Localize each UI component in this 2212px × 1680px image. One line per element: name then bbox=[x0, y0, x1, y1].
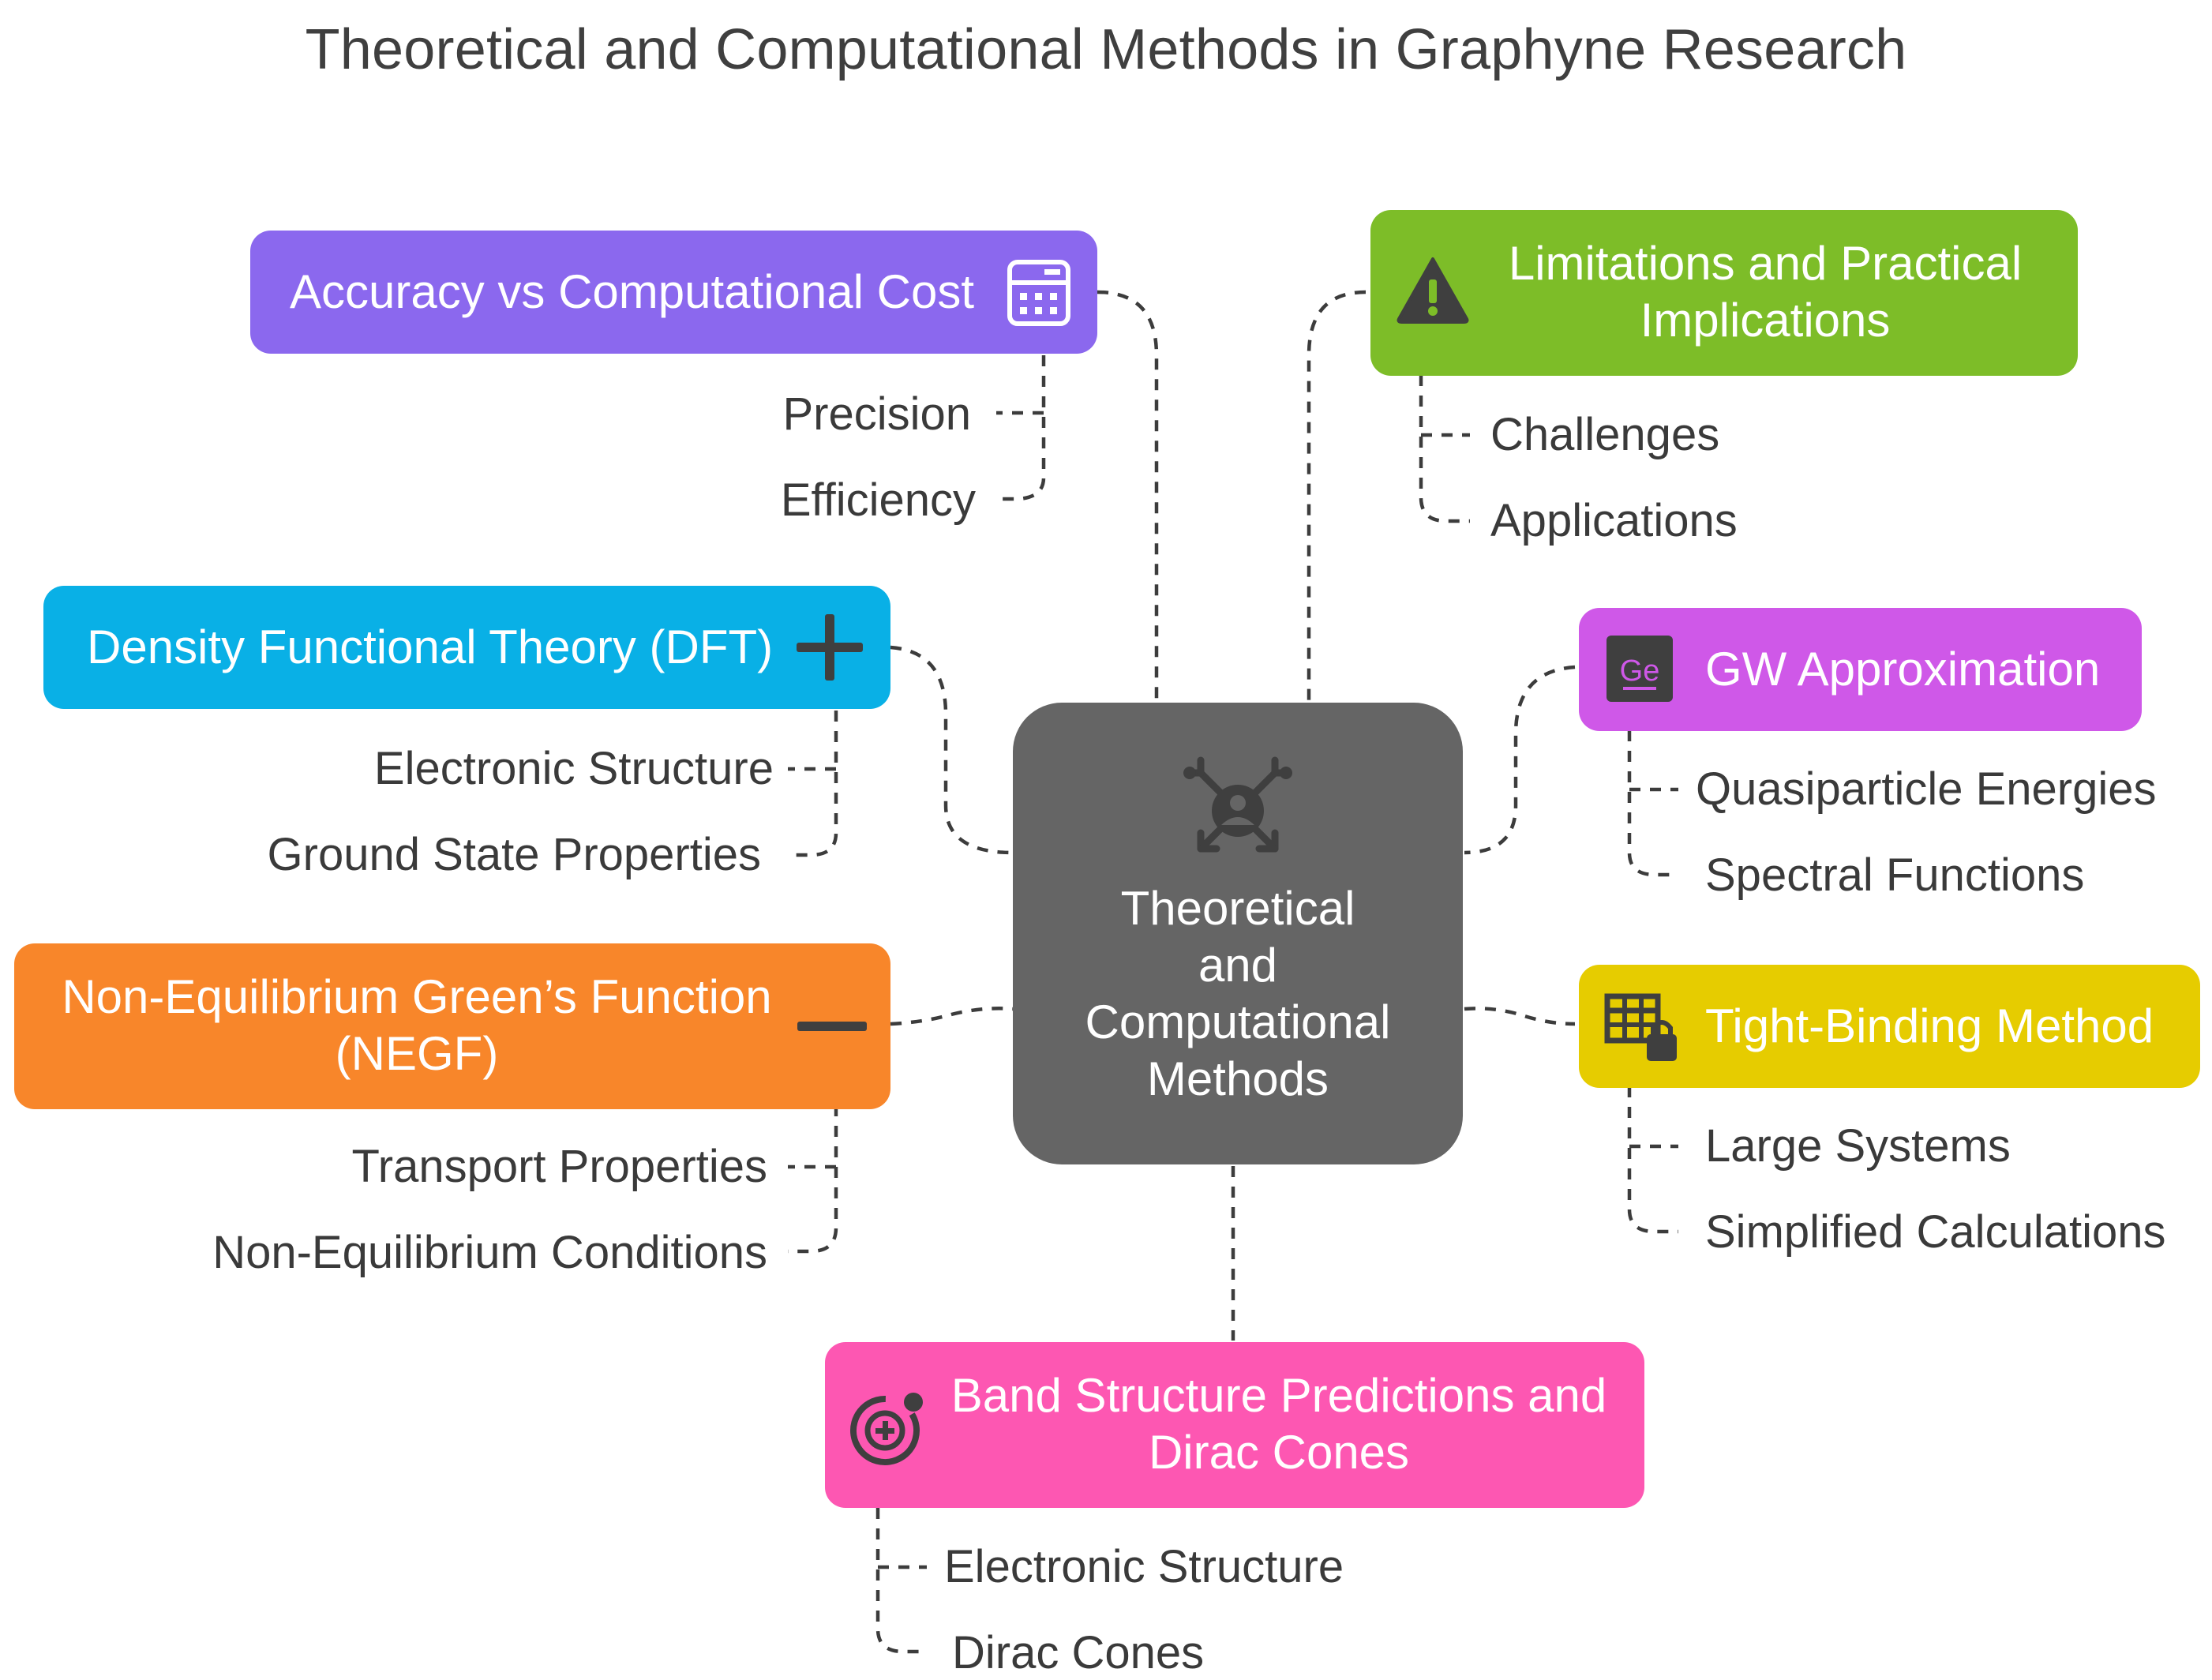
connector-limitations bbox=[1307, 290, 1367, 701]
leaf-non-equilibrium-conditions: Non-Equilibrium Conditions bbox=[212, 1227, 767, 1278]
connector-accuracy bbox=[1097, 290, 1159, 701]
branch-band-structure-line: Dirac Cones bbox=[1148, 1426, 1410, 1479]
central-topic-line: Computational bbox=[1085, 996, 1391, 1048]
connector-tight-binding bbox=[1464, 1007, 1576, 1026]
branch-limitations-line: Limitations and Practical bbox=[1508, 237, 2023, 290]
warning-icon bbox=[1396, 256, 1470, 328]
central-topic-line: and bbox=[1198, 939, 1278, 992]
plus-icon bbox=[793, 611, 866, 688]
leaf-transport-properties: Transport Properties bbox=[351, 1141, 767, 1192]
connector-limitations-children bbox=[1419, 375, 1470, 523]
leaf-electronic-structure-dft: Electronic Structure bbox=[373, 743, 774, 794]
leaf-electronic-structure-band: Electronic Structure bbox=[944, 1541, 1344, 1592]
connector-negf-children bbox=[788, 1105, 838, 1254]
branch-limitations-line: Implications bbox=[1640, 294, 1891, 347]
central-topic: Theoretical and Computational Methods bbox=[1013, 703, 1463, 1164]
central-topic-line: Methods bbox=[1146, 1052, 1329, 1105]
leaf-dirac-cones: Dirac Cones bbox=[952, 1627, 1205, 1678]
branch-tight-binding-label: Tight-Binding Method bbox=[1705, 999, 2154, 1052]
svg-text:Ge: Ge bbox=[1620, 654, 1660, 688]
connector-gw-children bbox=[1627, 730, 1678, 877]
connector-tight-binding-children bbox=[1627, 1086, 1678, 1234]
connector-dft-children bbox=[788, 711, 838, 857]
leaf-large-systems: Large Systems bbox=[1705, 1120, 2011, 1172]
minus-icon bbox=[796, 1021, 868, 1036]
branch-negf-line: (NEGF) bbox=[335, 1027, 499, 1080]
germanium-element-icon: Ge bbox=[1604, 633, 1675, 708]
branch-tight-binding: Tight-Binding Method bbox=[1579, 965, 2200, 1088]
leaf-precision: Precision bbox=[782, 388, 971, 440]
diagram-title: Theoretical and Computational Methods in… bbox=[305, 18, 1907, 81]
branch-limitations: Limitations and Practical Implications bbox=[1370, 210, 2078, 376]
branch-dft: Density Functional Theory (DFT) bbox=[43, 586, 890, 709]
branch-band-structure-label: Band Structure Predictions and Dirac Con… bbox=[935, 1367, 1622, 1481]
branch-gw-label: GW Approximation bbox=[1705, 643, 2101, 696]
leaf-applications: Applications bbox=[1490, 495, 1738, 546]
branch-band-structure: Band Structure Predictions and Dirac Con… bbox=[825, 1342, 1644, 1508]
connector-gw bbox=[1464, 665, 1576, 855]
central-topic-label: Theoretical and Computational Methods bbox=[1013, 880, 1463, 1108]
connector-band-structure-children bbox=[875, 1508, 927, 1654]
leaf-efficiency: Efficiency bbox=[780, 474, 976, 526]
leaf-challenges: Challenges bbox=[1490, 409, 1720, 460]
branch-negf-line: Non-Equilibrium Green’s Function bbox=[62, 970, 772, 1023]
branch-negf: Non-Equilibrium Green’s Function (NEGF) bbox=[14, 943, 890, 1109]
branch-limitations-label: Limitations and Practical Implications bbox=[1473, 235, 2057, 349]
locked-table-icon bbox=[1604, 993, 1680, 1068]
branch-gw: Ge GW Approximation bbox=[1579, 608, 2142, 731]
leaf-quasiparticle-energies: Quasiparticle Energies bbox=[1696, 763, 2157, 815]
branch-accuracy-label: Accuracy vs Computational Cost bbox=[290, 265, 975, 318]
branch-dft-label: Density Functional Theory (DFT) bbox=[87, 621, 774, 673]
leaf-simplified-calculations: Simplified Calculations bbox=[1705, 1206, 2166, 1258]
connector-negf bbox=[890, 1007, 1014, 1026]
leaf-ground-state-properties: Ground State Properties bbox=[267, 829, 761, 880]
leaf-spectral-functions: Spectral Functions bbox=[1705, 849, 2085, 901]
calculator-icon bbox=[1007, 259, 1071, 331]
network-user-hub-icon bbox=[1180, 752, 1295, 872]
branch-accuracy: Accuracy vs Computational Cost bbox=[250, 231, 1097, 354]
branch-negf-label: Non-Equilibrium Green’s Function (NEGF) bbox=[38, 969, 796, 1082]
connector-accuracy-children bbox=[996, 355, 1046, 501]
branch-band-structure-line: Band Structure Predictions and bbox=[950, 1369, 1607, 1422]
target-add-icon bbox=[849, 1388, 928, 1471]
central-topic-line: Theoretical bbox=[1120, 882, 1355, 935]
connector-dft bbox=[890, 645, 1014, 855]
